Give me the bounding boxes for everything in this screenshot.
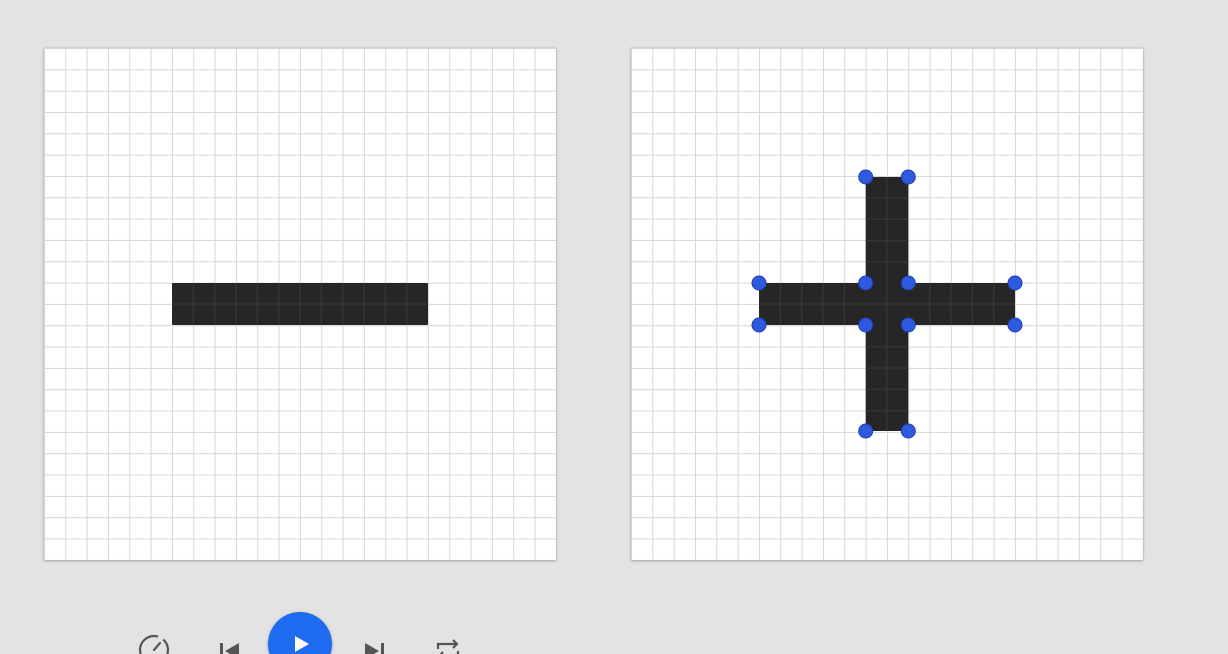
minus-shape[interactable]: [44, 48, 556, 560]
vertex-handle[interactable]: [1007, 317, 1023, 333]
plus-cell-lines: [759, 177, 1015, 431]
skip-forward-icon: [365, 643, 384, 654]
vertex-handle[interactable]: [858, 317, 874, 333]
vertex-handle[interactable]: [751, 275, 767, 291]
previous-frame-button[interactable]: [210, 630, 250, 654]
vertex-handles: [751, 169, 1023, 439]
play-button[interactable]: [268, 612, 332, 654]
speed-control-button[interactable]: [134, 630, 174, 654]
next-frame-button[interactable]: [354, 630, 394, 654]
plus-shape[interactable]: [631, 48, 1143, 560]
vertex-handle[interactable]: [900, 169, 916, 185]
vertex-handle[interactable]: [858, 423, 874, 439]
vertex-handle[interactable]: [900, 275, 916, 291]
canvas-panel-plus[interactable]: [631, 48, 1143, 560]
loop-button[interactable]: [428, 630, 468, 654]
vertex-handle[interactable]: [858, 169, 874, 185]
vertex-handle[interactable]: [751, 317, 767, 333]
vertex-handle[interactable]: [900, 317, 916, 333]
repeat-icon: [436, 639, 460, 654]
minus-cell-lines: [172, 283, 428, 325]
vertex-handle[interactable]: [1007, 275, 1023, 291]
vertex-handle[interactable]: [900, 423, 916, 439]
skip-back-icon: [220, 643, 239, 654]
speedometer-icon: [138, 634, 170, 654]
canvas-panel-minus[interactable]: [44, 48, 556, 560]
playback-controls: [120, 612, 480, 654]
play-icon: [295, 636, 309, 652]
vertex-handle[interactable]: [858, 275, 874, 291]
